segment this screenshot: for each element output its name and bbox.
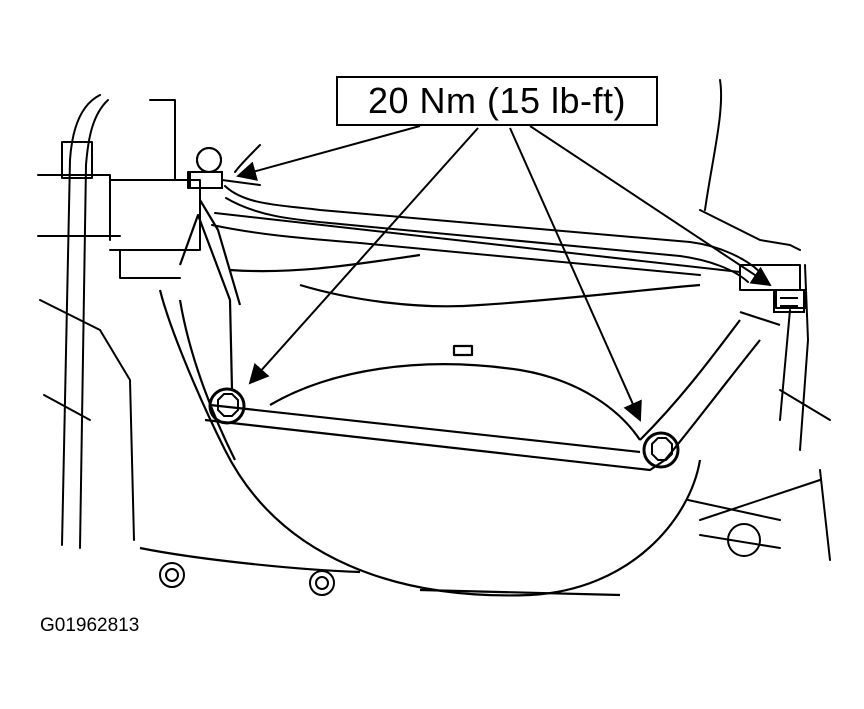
upper-right-bolt-icon [773,289,805,313]
torque-label: 20 Nm (15 lb-ft) [367,80,627,121]
leader-arrows [236,125,772,422]
background-engine-structure [37,79,831,561]
leader-arrow-lower-right [509,127,642,422]
lower-left-bolt-icon [208,387,246,425]
figure-id: G01962813 [40,615,140,636]
leader-arrow-upper-left [236,125,421,181]
lower-center-plug-icon [309,570,335,596]
exhaust-bracket [139,199,781,597]
leader-arrow-upper-right [529,125,772,287]
upper-left-bolt-icon [189,147,223,189]
torque-callout: 20 Nm (15 lb-ft) [336,76,658,126]
fasteners [159,147,805,596]
leader-arrow-lower-left [248,127,479,385]
lower-left-plug-icon [159,562,185,588]
lower-right-bolt-icon [642,431,680,469]
